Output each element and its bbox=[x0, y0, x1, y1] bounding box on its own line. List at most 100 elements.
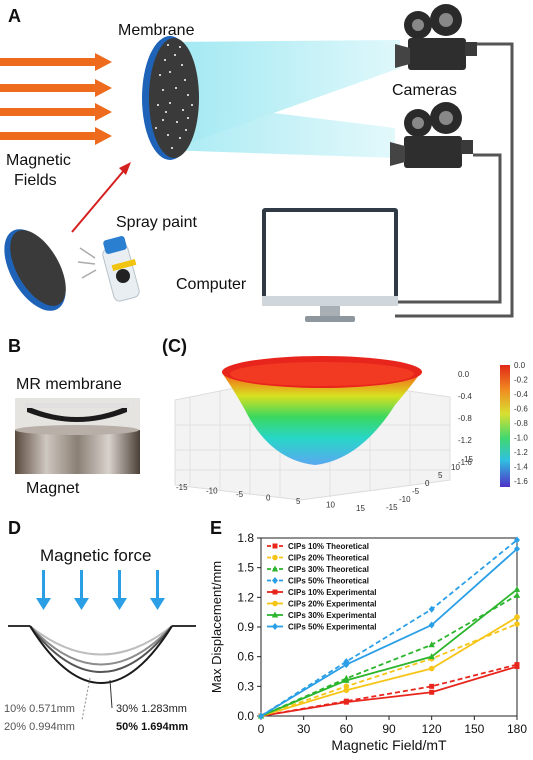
y-tick: -10 bbox=[399, 495, 411, 504]
x-tick: 10 bbox=[326, 501, 335, 510]
legend-label: CIPs 50% Experimental bbox=[288, 623, 376, 632]
camera-bottom bbox=[390, 102, 473, 168]
x-tick: 5 bbox=[296, 497, 301, 506]
z-axis-ticks: 0.0-0.4-0.8-1.2-1.6 bbox=[458, 370, 472, 467]
curve-50 bbox=[29, 625, 173, 684]
legend-label: CIPs 30% Theoretical bbox=[288, 565, 369, 574]
legend-label: CIPs 20% Theoretical bbox=[288, 554, 369, 563]
data-point bbox=[428, 653, 435, 660]
data-point bbox=[272, 600, 278, 607]
data-point bbox=[429, 683, 435, 689]
magnet-label: Magnet bbox=[26, 480, 80, 497]
y-tick-label: 0.9 bbox=[237, 620, 254, 634]
y-tick-label: 0.0 bbox=[237, 709, 254, 723]
z-tick: -1.2 bbox=[458, 436, 472, 445]
panel-b-photo bbox=[15, 398, 140, 474]
data-point bbox=[428, 641, 435, 648]
data-point bbox=[272, 543, 278, 549]
colorbar-ticks: 0.0-0.2-0.4-0.6-0.8-1.0-1.2-1.4-1.6 bbox=[514, 361, 528, 486]
x-tick: 0 bbox=[266, 494, 271, 503]
curve-20 bbox=[29, 625, 173, 666]
legend-entry: CIPs 30% Experimental bbox=[267, 611, 376, 620]
series-line bbox=[260, 616, 518, 717]
series-line bbox=[260, 539, 518, 717]
colorbar bbox=[500, 365, 510, 487]
label-50: 50% 1.694mm bbox=[116, 721, 188, 733]
legend-entry: CIPs 10% Experimental bbox=[267, 588, 376, 597]
panel-a-letter: A bbox=[8, 6, 21, 26]
camera-top bbox=[395, 4, 477, 70]
mr-membrane-label: MR membrane bbox=[16, 376, 122, 393]
legend-label: CIPs 10% Theoretical bbox=[288, 542, 369, 551]
x-tick-label: 90 bbox=[382, 722, 396, 736]
data-point bbox=[514, 664, 520, 670]
data-point bbox=[514, 621, 520, 627]
curve-10 bbox=[29, 625, 173, 656]
deflection-curves bbox=[8, 625, 196, 684]
panel-c-letter: (C) bbox=[162, 336, 187, 356]
data-point bbox=[514, 545, 520, 553]
y-tick-label: 0.3 bbox=[237, 679, 254, 693]
membrane-label: Membrane bbox=[118, 22, 195, 39]
data-point bbox=[272, 623, 278, 630]
data-point bbox=[258, 712, 264, 720]
legend-label: CIPs 10% Experimental bbox=[288, 588, 376, 597]
y-tick: 15 bbox=[464, 455, 473, 464]
legend-label: CIPs 30% Experimental bbox=[288, 611, 376, 620]
series-cips-20-experimental bbox=[258, 614, 520, 719]
y-tick-label: 1.2 bbox=[237, 590, 254, 604]
computer-label: Computer bbox=[176, 276, 247, 293]
label-20: 20% 0.994mm bbox=[4, 721, 75, 733]
colorbar-tick: -1.6 bbox=[514, 477, 528, 486]
x-tick: -10 bbox=[206, 487, 218, 496]
data-point bbox=[343, 661, 350, 669]
mr-membrane-sample bbox=[27, 406, 127, 422]
series-cips-50-experimental bbox=[258, 545, 520, 720]
cameras-label: Cameras bbox=[392, 82, 457, 99]
panel-a-illustration bbox=[0, 4, 514, 322]
magnetic-field-arrows bbox=[0, 53, 112, 145]
z-tick: -0.8 bbox=[458, 414, 472, 423]
y-tick-label: 0.6 bbox=[237, 650, 254, 664]
colorbar-tick: -1.4 bbox=[514, 463, 528, 472]
plot-area bbox=[260, 537, 518, 717]
panel-e-letter: E bbox=[210, 518, 223, 538]
computer-monitor bbox=[262, 208, 398, 322]
legend-entry: CIPs 20% Experimental bbox=[267, 600, 376, 609]
data-point bbox=[513, 585, 521, 592]
data-point bbox=[343, 699, 349, 705]
data-point bbox=[271, 565, 279, 572]
colorbar-tick: -1.2 bbox=[514, 448, 528, 457]
spray-paint-label: Spray paint bbox=[116, 214, 197, 231]
y-tick-label: 1.8 bbox=[237, 531, 254, 545]
legend-entry: CIPs 50% Experimental bbox=[267, 623, 376, 632]
data-point bbox=[429, 689, 435, 695]
legend-entry: CIPs 30% Theoretical bbox=[267, 565, 369, 574]
y-tick-label: 1.5 bbox=[237, 561, 254, 575]
force-arrows bbox=[36, 570, 165, 610]
data-point bbox=[343, 676, 350, 683]
spray-arrow bbox=[71, 162, 131, 233]
curve-30 bbox=[29, 625, 173, 673]
data-point bbox=[343, 687, 350, 694]
data-point bbox=[513, 591, 521, 598]
x-tick-label: 120 bbox=[422, 722, 442, 736]
legend-label: CIPs 20% Experimental bbox=[288, 600, 376, 609]
legend-entry: CIPs 20% Theoretical bbox=[267, 554, 369, 563]
x-axis-label: Magnetic Field/mT bbox=[331, 737, 447, 753]
data-point bbox=[271, 611, 279, 618]
z-tick: -1.6 bbox=[458, 458, 472, 467]
y-tick: -5 bbox=[412, 487, 420, 496]
data-point bbox=[272, 554, 278, 561]
data-point bbox=[428, 605, 435, 613]
magnetic-force-label: Magnetic force bbox=[40, 546, 152, 565]
data-point bbox=[428, 621, 435, 629]
x-tick-label: 0 bbox=[258, 722, 265, 736]
x-tick: 15 bbox=[356, 504, 365, 513]
panel-d-letter: D bbox=[8, 518, 21, 538]
y-tick: 5 bbox=[438, 471, 443, 480]
series-line bbox=[260, 623, 518, 717]
